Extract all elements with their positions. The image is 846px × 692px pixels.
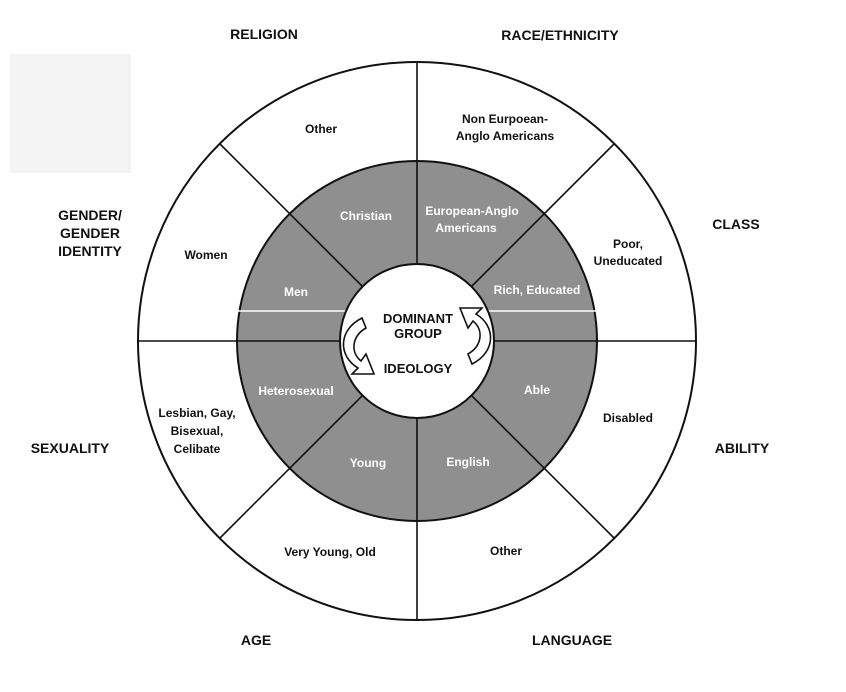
category-class: CLASS: [712, 216, 759, 232]
category-race-ethnicity: RACE/ETHNICITY: [501, 27, 619, 43]
outer-sexuality-label-line3: Celibate: [174, 442, 221, 456]
core-ideology-label: IDEOLOGY: [384, 361, 453, 376]
inner-race-label-line2: Americans: [435, 221, 497, 235]
outer-sexuality-label-line1: Lesbian, Gay,: [158, 406, 235, 420]
outer-class-label-line2: Uneducated: [594, 254, 663, 268]
category-sexuality: SEXUALITY: [31, 440, 110, 456]
outer-gender-label: Women: [184, 248, 227, 262]
category-age: AGE: [241, 632, 271, 648]
category-language: LANGUAGE: [532, 632, 612, 648]
category-ability: ABILITY: [715, 440, 770, 456]
outer-ability-label: Disabled: [603, 411, 653, 425]
faded-background-box: [10, 54, 131, 173]
outer-race-label-line1: Non Eurpoean-: [462, 112, 548, 126]
inner-ability-label: Able: [524, 383, 550, 397]
outer-class-label-line1: Poor,: [613, 237, 643, 251]
category-gender-line1: GENDER/: [58, 207, 122, 223]
cycle-arrow-left-icon: [342, 316, 376, 375]
core-circle: [339, 263, 495, 419]
inner-class-label: Rich, Educated: [494, 283, 581, 297]
outer-language-label: Other: [490, 544, 522, 558]
outer-religion-label: Other: [305, 122, 337, 136]
outer-sexuality-label-line2: Bisexual,: [171, 424, 224, 438]
inner-race-label-line1: European-Anglo: [425, 204, 518, 218]
outer-age-label: Very Young, Old: [284, 545, 376, 559]
category-religion: RELIGION: [230, 26, 298, 42]
inner-gender-label: Men: [284, 285, 308, 299]
inner-sexuality-label: Heterosexual: [258, 384, 333, 398]
core-dominant-label: DOMINANT: [383, 311, 453, 326]
cycle-arrow-right-icon: [458, 307, 492, 366]
inner-language-label: English: [446, 455, 489, 469]
inner-religion-label: Christian: [340, 209, 392, 223]
category-gender-line3: IDENTITY: [58, 243, 122, 259]
outer-race-label-line2: Anglo Americans: [456, 129, 555, 143]
core-group-label: GROUP: [394, 326, 442, 341]
inner-age-label: Young: [350, 456, 386, 470]
category-gender-line2: GENDER: [60, 225, 120, 241]
